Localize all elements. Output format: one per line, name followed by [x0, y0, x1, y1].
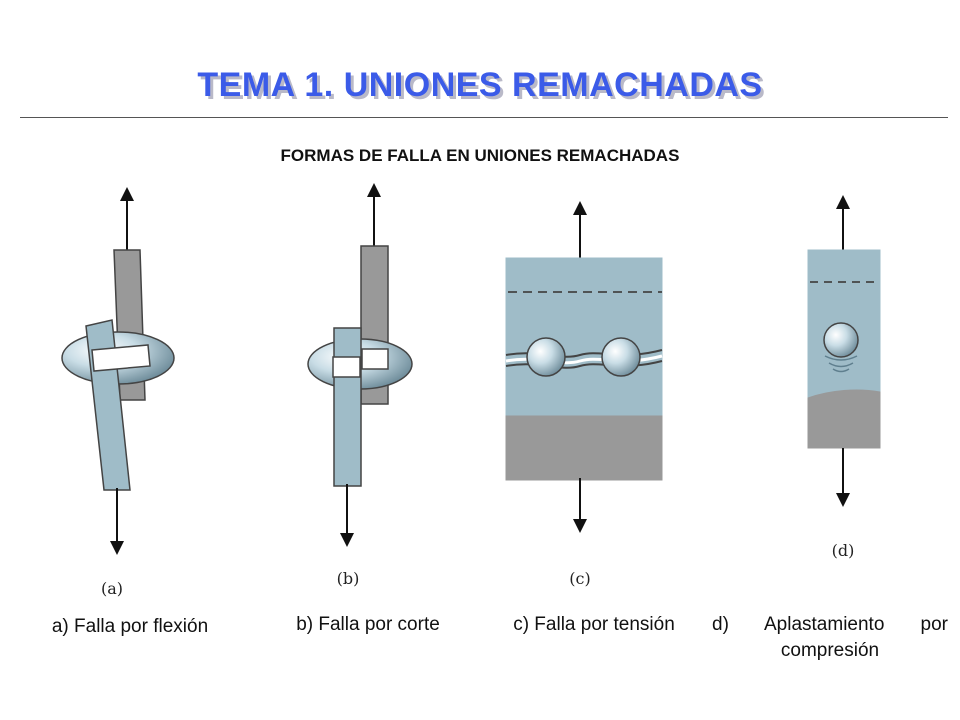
diagram-d-bearing: (d) — [807, 195, 881, 560]
crush-mark — [832, 368, 850, 373]
crush-mark — [828, 362, 854, 368]
failure-modes-figure: (a) (b) (c) (d) — [61, 183, 881, 598]
slide-title: TEMA 1. UNIONES REMACHADAS — [197, 66, 763, 104]
sheared-rivet-lower — [332, 356, 361, 378]
rivet-head — [526, 337, 566, 377]
sheared-rivet-upper — [361, 348, 389, 370]
diagram-c-tension: (c) — [505, 201, 663, 588]
blue-plate — [333, 327, 362, 487]
figure-label-c: (c) — [569, 569, 590, 588]
caption-tension-failure: c) Falla por tensión — [513, 614, 675, 635]
diagram-a-bending: (a) — [61, 187, 175, 598]
title-divider — [20, 117, 948, 118]
figure-label-d: (d) — [832, 541, 855, 560]
gray-plate — [505, 415, 663, 481]
figure-label-b: (b) — [337, 569, 360, 588]
caption-bearing-line1: d) Aplastamiento por — [712, 614, 948, 635]
slide-subtitle: FORMAS DE FALLA EN UNIONES REMACHADAS — [280, 146, 680, 165]
rivet-head — [823, 322, 859, 358]
rivet-head — [601, 337, 641, 377]
blue-plate — [505, 257, 663, 419]
crush-mark — [824, 355, 858, 361]
caption-bearing-line2: compresión — [780, 640, 880, 661]
bent-rivet-shank — [91, 344, 151, 372]
caption-bending-failure: a) Falla por flexión — [51, 616, 209, 637]
figure-label-a: (a) — [101, 579, 123, 598]
caption-shear-failure: b) Falla por corte — [296, 614, 440, 635]
caption-bearing-failure: d) Aplastamiento por compresión — [712, 612, 948, 664]
gray-plate — [807, 389, 881, 449]
diagram-b-shear: (b) — [307, 183, 413, 588]
